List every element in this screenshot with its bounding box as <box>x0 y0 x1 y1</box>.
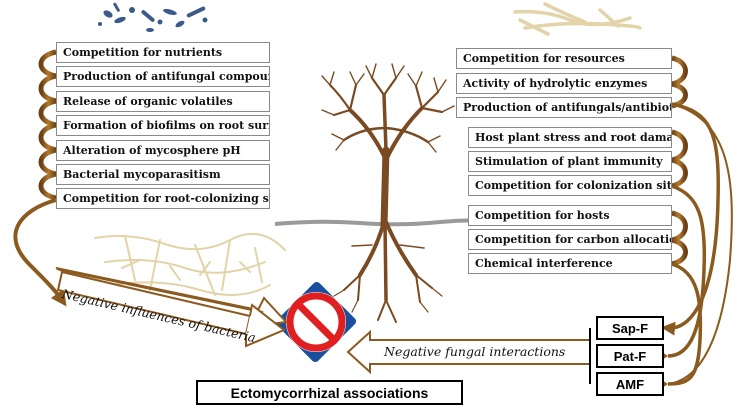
left-main-arrow <box>13 198 67 307</box>
saprotroph-effect-box: Production of antifungals/antibiotics <box>456 97 672 118</box>
pathogen-effect-box: Stimulation of plant immunity <box>468 151 672 172</box>
amf-effect-box: Chemical interference <box>468 253 672 274</box>
bacteria-effect-box: Release of organic volatiles <box>56 91 270 112</box>
root-system-icon <box>333 220 443 323</box>
right-long-arrows <box>661 102 720 386</box>
ectomycorrhizal-associations-box: Ectomycorrhizal associations <box>196 380 463 405</box>
amf-effect-box: Competition for carbon allocation <box>468 229 672 250</box>
sap-f-box: Sap-F <box>596 316 664 340</box>
fungal-banner-shape <box>346 329 591 375</box>
amf-box: AMF <box>596 372 664 396</box>
bacteria-effect-box: Competition for root-colonizing sites <box>56 188 270 209</box>
tree-icon <box>321 63 455 229</box>
outer-sweep-arrow <box>667 103 733 385</box>
saprotroph-effect-box: Competition for resources <box>456 48 672 69</box>
fungal-banner-label: Negative fungal interactions <box>384 344 566 359</box>
bacteria-effect-box: Production of antifungal compounds <box>56 66 270 87</box>
prohibition-sign-icon <box>275 281 357 363</box>
bacteria-cluster-icon <box>98 2 208 32</box>
amf-effect-box: Competition for hosts <box>468 205 672 226</box>
right-curl-arrows <box>671 55 688 267</box>
hyphal-network-icon <box>94 233 286 296</box>
hyphae-strands-icon <box>513 2 642 36</box>
bacteria-effect-box: Competition for nutrients <box>56 42 270 63</box>
saprotroph-effect-box: Activity of hydrolytic enzymes <box>456 73 672 94</box>
bacteria-effect-box: Alteration of mycosphere pH <box>56 140 270 161</box>
pathogen-effect-box: Competition for colonization sites <box>468 175 672 196</box>
left-curl-arrows <box>38 49 57 201</box>
pathogen-effect-box: Host plant stress and root damage <box>468 127 672 148</box>
bacteria-effect-box: Formation of biofilms on root surface <box>56 115 270 136</box>
pat-f-box: Pat-F <box>596 344 664 368</box>
bacteria-effect-box: Bacterial mycoparasitism <box>56 164 270 185</box>
